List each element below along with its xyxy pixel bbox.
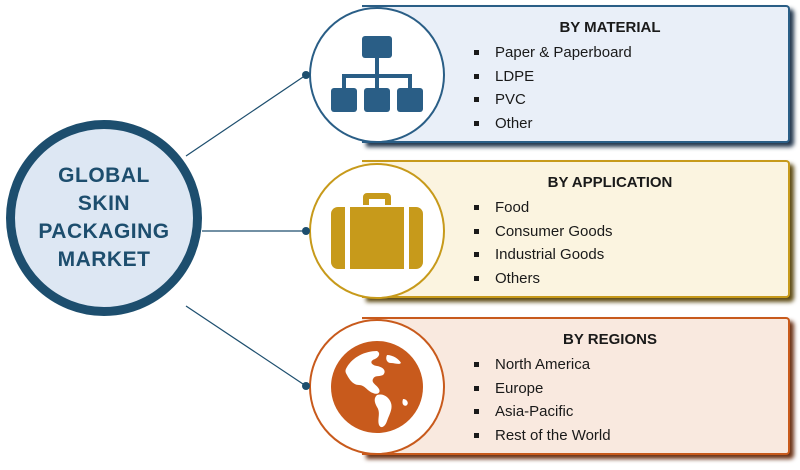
- list-item: LDPE: [470, 65, 632, 89]
- segment-title: BY MATERIAL: [559, 19, 661, 36]
- hub-title: GLOBAL SKIN PACKAGING MARKET: [38, 162, 169, 274]
- market-hub: GLOBAL SKIN PACKAGING MARKET: [6, 120, 202, 316]
- list-item: Europe: [470, 377, 611, 401]
- list-item: Asia-Pacific: [470, 400, 611, 424]
- list-item: Food: [470, 196, 613, 220]
- list-item: Industrial Goods: [470, 243, 613, 267]
- list-item: Paper & Paperboard: [470, 41, 632, 65]
- hub-title-line: SKIN: [77, 192, 131, 215]
- segment-card-material: BY MATERIAL Paper & Paperboard LDPE PVC …: [362, 5, 790, 143]
- suitcase-icon: [331, 193, 423, 269]
- list-item: Others: [470, 267, 613, 291]
- list-item: Rest of the World: [470, 424, 611, 448]
- connector-dot: [302, 71, 310, 79]
- connector-dot: [302, 382, 310, 390]
- segment-title: BY REGIONS: [563, 331, 657, 348]
- connector-regions: [185, 305, 307, 387]
- connector-dot: [302, 227, 310, 235]
- globe-icon: [331, 341, 423, 433]
- list-item: Consumer Goods: [470, 220, 613, 244]
- segment-list: North America Europe Asia-Pacific Rest o…: [470, 353, 611, 447]
- icon-circle-regions: [309, 319, 445, 455]
- connector-material: [185, 74, 307, 157]
- segment-list: Paper & Paperboard LDPE PVC Other: [470, 41, 632, 135]
- list-item: PVC: [470, 88, 632, 112]
- hub-title-line: PACKAGING: [38, 220, 170, 243]
- icon-circle-application: [309, 163, 445, 299]
- segment-list: Food Consumer Goods Industrial Goods Oth…: [470, 196, 613, 290]
- list-item: North America: [470, 353, 611, 377]
- icon-circle-material: [309, 7, 445, 143]
- hub-title-line: MARKET: [57, 248, 151, 271]
- segment-title: BY APPLICATION: [547, 174, 673, 191]
- hierarchy-icon: [331, 36, 423, 112]
- hub-title-line: GLOBAL: [58, 164, 150, 187]
- list-item: Other: [470, 112, 632, 136]
